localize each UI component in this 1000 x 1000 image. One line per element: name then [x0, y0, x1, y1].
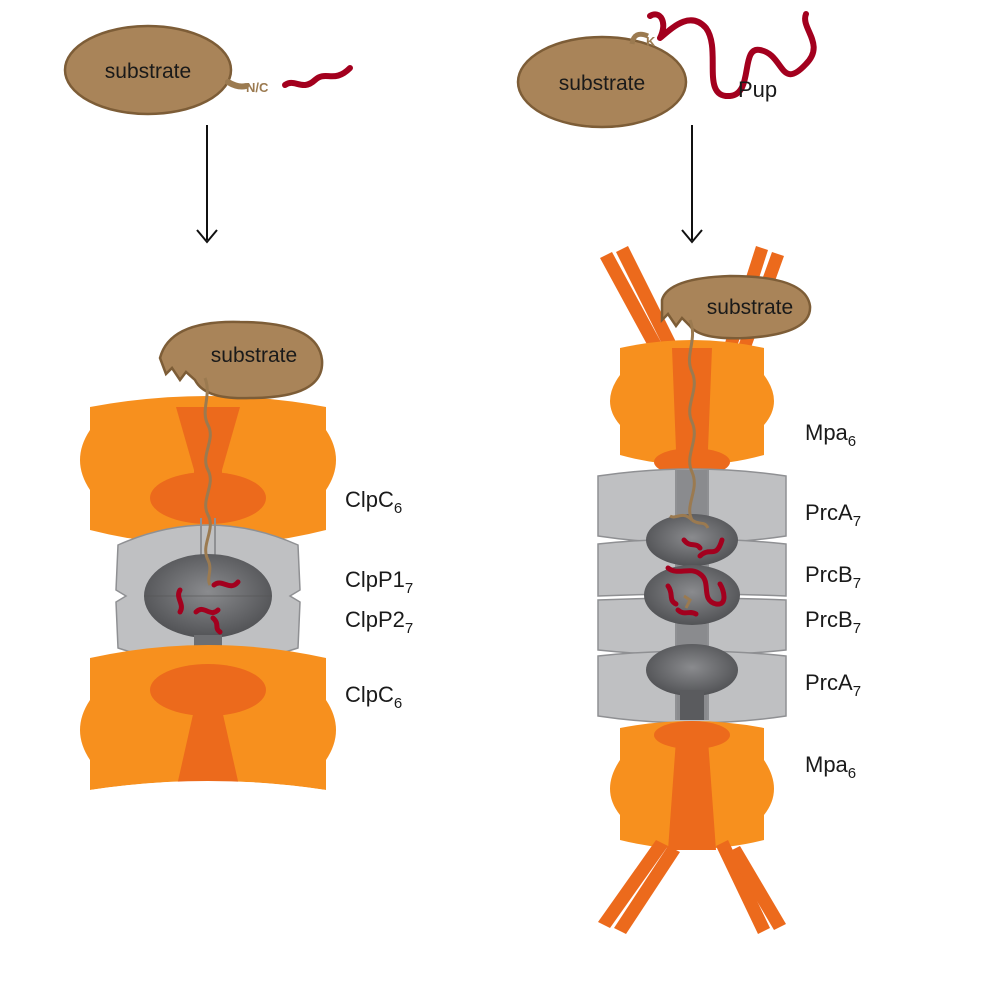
degron-tail — [282, 65, 353, 89]
prc-core — [597, 468, 787, 724]
label-part: PrcA — [805, 670, 853, 695]
label-part: 7 — [405, 620, 413, 637]
label-part: 7 — [853, 683, 861, 700]
label-prcb-top: PrcB7 — [805, 562, 861, 592]
label-part: Mpa — [805, 420, 849, 445]
right-substrate-label: substrate — [559, 72, 645, 95]
label-part: 7 — [853, 620, 861, 637]
label-mpa-top: Mpa6 — [805, 420, 856, 450]
label-part: PrcB — [805, 607, 853, 632]
left-bound-substrate-label: substrate — [211, 344, 297, 367]
label-part: ClpC — [345, 487, 394, 512]
left-labels: ClpC6 ClpP17 ClpP27 ClpC6 — [345, 487, 413, 712]
right-labels: Mpa6 PrcA7 PrcB7 PrcB7 PrcA7 Mpa6 — [805, 420, 861, 782]
label-part: 6 — [394, 500, 402, 517]
left-pathway: substrate N/C — [63, 24, 413, 800]
left-substrate-label: substrate — [105, 60, 191, 83]
label-part: PrcB — [805, 562, 853, 587]
label-part: 6 — [394, 695, 402, 712]
mpa-top-ring — [610, 340, 774, 476]
right-free-substrate: substrate K Pup — [516, 11, 817, 129]
label-clpp1: ClpP17 — [345, 567, 413, 597]
pup-chain — [647, 11, 817, 99]
clpp-barrel — [115, 518, 301, 671]
mpa-coiled-coils-bottom — [598, 840, 786, 934]
label-clpp2: ClpP27 — [345, 607, 413, 637]
mpa-bottom-ring — [610, 721, 774, 850]
label-part: PrcA — [805, 500, 853, 525]
nc-degron-label: N/C — [246, 80, 269, 95]
label-prca-top: PrcA7 — [805, 500, 861, 530]
label-part: ClpP1 — [345, 567, 405, 592]
label-prca-bottom: PrcA7 — [805, 670, 861, 700]
right-bound-substrate: substrate — [660, 274, 812, 617]
label-clpc-bottom: ClpC6 — [345, 682, 402, 712]
label-part: 7 — [853, 513, 861, 530]
label-part: 6 — [848, 765, 856, 782]
degraded-peptides — [176, 579, 241, 635]
right-bound-substrate-label: substrate — [707, 296, 793, 319]
label-clpc-top: ClpC6 — [345, 487, 402, 517]
label-part: ClpP2 — [345, 607, 405, 632]
label-part: 6 — [848, 433, 856, 450]
label-part: ClpC — [345, 682, 394, 707]
right-arrow — [681, 125, 703, 244]
label-mpa-bottom: Mpa6 — [805, 752, 856, 782]
left-free-substrate: substrate N/C — [63, 24, 353, 116]
label-part: 7 — [853, 575, 861, 592]
right-degraded-peptides — [665, 537, 727, 617]
lysine-label: K — [646, 34, 656, 49]
right-pathway: substrate K Pup — [516, 11, 861, 934]
left-arrow — [196, 125, 218, 244]
clpc-bottom-ring — [80, 645, 336, 800]
label-part: 7 — [405, 580, 413, 597]
left-bound-substrate: substrate — [158, 320, 324, 635]
label-prcb-bottom: PrcB7 — [805, 607, 861, 637]
pup-label: Pup — [738, 77, 777, 102]
label-part: Mpa — [805, 752, 849, 777]
